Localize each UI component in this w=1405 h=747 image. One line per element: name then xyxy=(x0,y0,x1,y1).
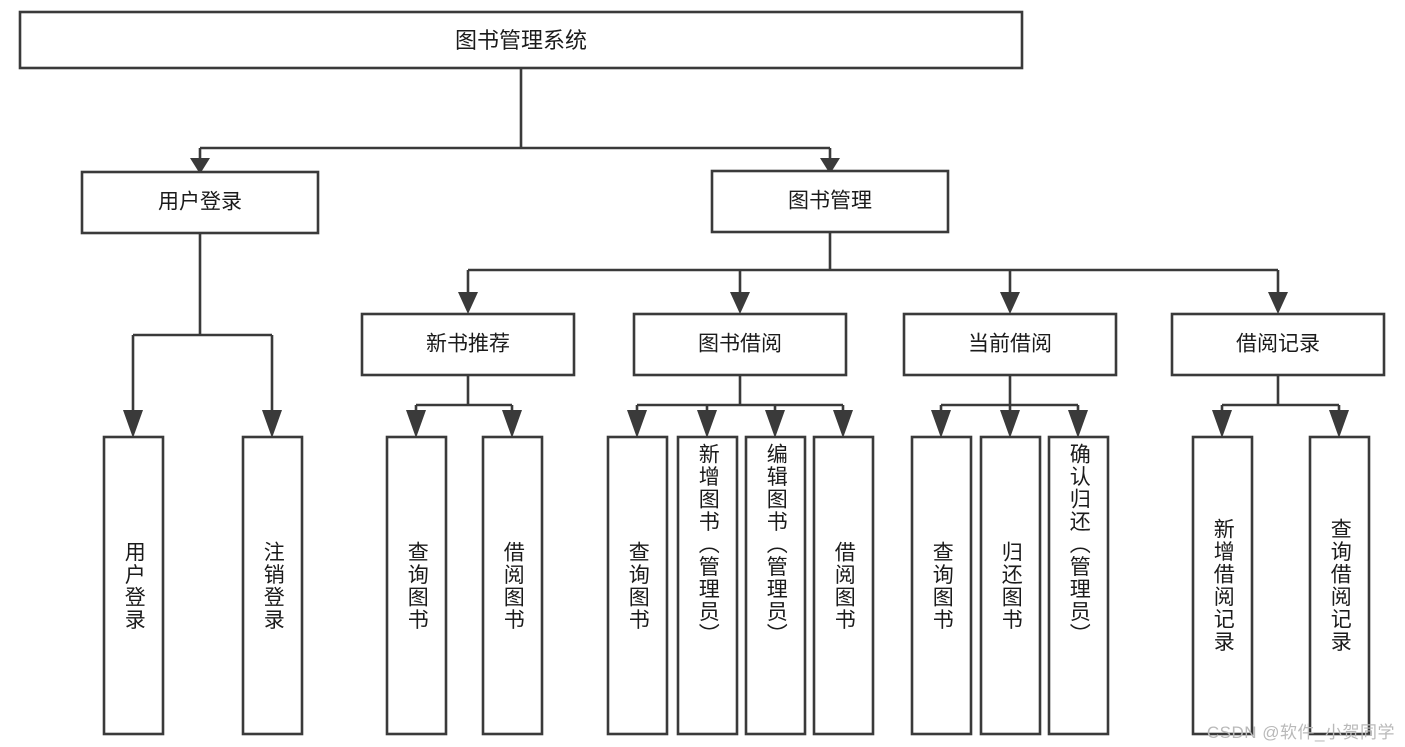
node-box-leaf-current-borrow-1[interactable] xyxy=(910,435,973,736)
node-label-user-login: 用户登录 xyxy=(158,191,242,214)
node-box-leaf-current-borrow-3[interactable] xyxy=(1047,435,1110,736)
arrowhead-leaf-newbook-1 xyxy=(406,410,426,438)
node-box-book-borrow[interactable] xyxy=(632,312,848,377)
arrowhead-user-login xyxy=(190,158,210,174)
node-box-leaf-book-borrow-1[interactable] xyxy=(606,435,669,736)
arrowhead-leaf-newbook-2 xyxy=(502,410,522,438)
arrowhead-leaf-userlogin-2 xyxy=(262,410,282,438)
node-box-leaf-book-borrow-2[interactable] xyxy=(676,435,739,736)
node-label-new-book-recommend: 新书推荐 xyxy=(426,333,510,356)
arrowhead-new-book xyxy=(458,292,478,314)
node-box-new-book-recommend[interactable] xyxy=(360,312,576,377)
arrowhead-leaf-borrowrecord-2 xyxy=(1329,410,1349,438)
arrowhead-book-manage xyxy=(820,158,840,174)
node-box-leaf-current-borrow-2[interactable] xyxy=(979,435,1042,736)
node-box-leaf-borrow-record-1[interactable] xyxy=(1191,435,1254,736)
arrowhead-borrow-record xyxy=(1268,292,1288,314)
arrowhead-leaf-bookborrow-4 xyxy=(833,410,853,438)
node-box-leaf-user-login-1[interactable] xyxy=(102,435,165,736)
node-label-root: 图书管理系统 xyxy=(455,28,587,53)
node-label-book-manage: 图书管理 xyxy=(788,190,872,213)
arrowhead-leaf-currentborrow-3 xyxy=(1068,410,1088,438)
arrowhead-current-borrow xyxy=(1000,292,1020,314)
node-box-leaf-book-borrow-3[interactable] xyxy=(744,435,807,736)
node-box-user-login[interactable] xyxy=(80,170,320,235)
node-label-borrow-record: 借阅记录 xyxy=(1236,333,1320,356)
node-box-leaf-book-borrow-4[interactable] xyxy=(812,435,875,736)
node-box-leaf-new-book-1[interactable] xyxy=(385,435,448,736)
node-box-borrow-record[interactable] xyxy=(1170,312,1386,377)
node-box-leaf-user-login-2[interactable] xyxy=(241,435,304,736)
arrowhead-leaf-bookborrow-3 xyxy=(765,410,785,438)
node-box-book-manage[interactable] xyxy=(710,169,950,234)
node-label-book-borrow: 图书借阅 xyxy=(698,333,782,356)
node-box-root[interactable] xyxy=(18,10,1024,70)
arrowhead-leaf-borrowrecord-1 xyxy=(1212,410,1232,438)
node-label-current-borrow: 当前借阅 xyxy=(968,333,1052,356)
arrowhead-leaf-bookborrow-1 xyxy=(627,410,647,438)
arrowhead-book-borrow xyxy=(730,292,750,314)
arrowhead-layer xyxy=(123,158,1349,438)
node-box-leaf-borrow-record-2[interactable] xyxy=(1308,435,1371,736)
arrowhead-leaf-currentborrow-1 xyxy=(931,410,951,438)
node-box-current-borrow[interactable] xyxy=(902,312,1118,377)
node-box-leaf-new-book-2[interactable] xyxy=(481,435,544,736)
arrowhead-leaf-userlogin-1 xyxy=(123,410,143,438)
csdn-watermark: CSDN @软件_小贺同学 xyxy=(1206,723,1395,742)
arrowhead-leaf-bookborrow-2 xyxy=(697,410,717,438)
node-layer: 图书管理系统 用户登录 图书管理 新书推荐 图书借阅 当前借阅 借阅记录 xyxy=(18,10,1386,736)
arrowhead-leaf-currentborrow-2 xyxy=(1000,410,1020,438)
